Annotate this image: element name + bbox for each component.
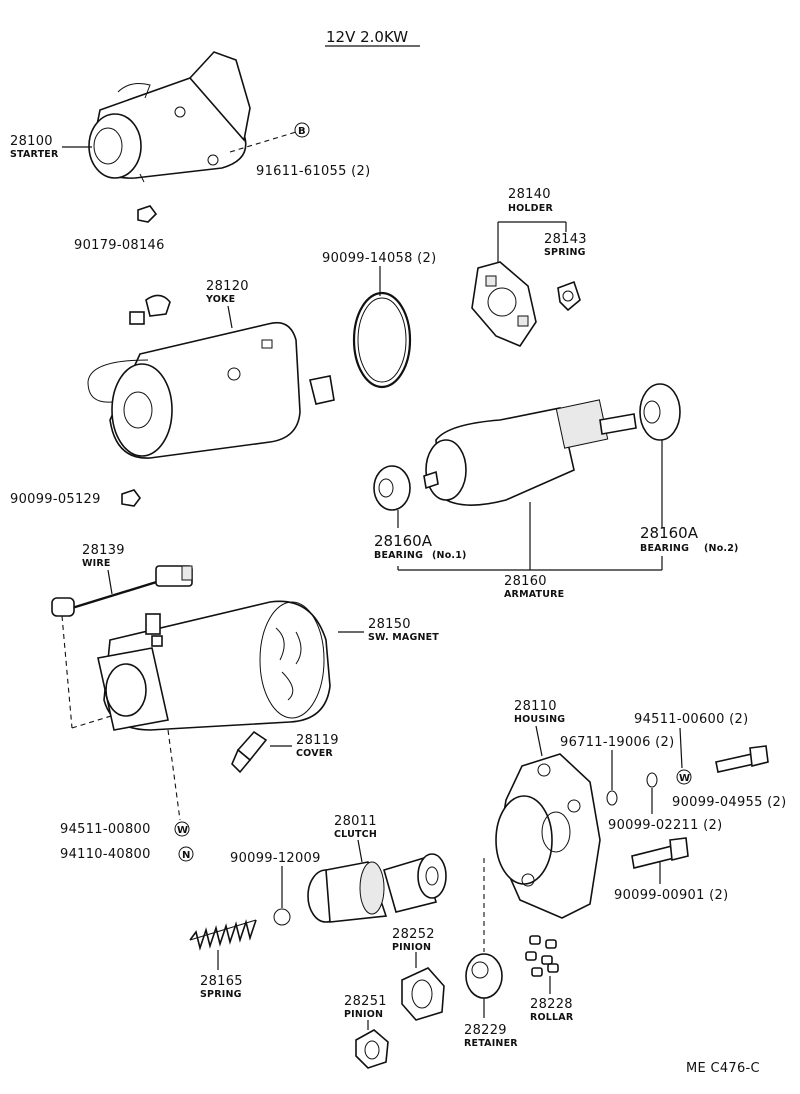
marker-b-icon: B [294, 122, 310, 138]
yoke-name: YOKE [205, 294, 235, 305]
sw-magnet-number: 28150 [368, 617, 411, 632]
washer-00800-number: 94511-00800 [60, 822, 151, 837]
starter-number: 28100 [10, 134, 53, 149]
washer-02211-icon [646, 772, 658, 788]
washer-00600-marker: W [679, 773, 690, 784]
bearing-no1-number: 28160A [374, 532, 433, 550]
armature-illustration [423, 399, 637, 506]
washer-00600-icon: W [676, 769, 692, 785]
bearing-no2-suffix: (No.2) [704, 543, 739, 554]
pinion-28252-name: PINION [392, 942, 431, 953]
cover-illustration [231, 730, 268, 774]
nut-05129-icon [121, 489, 141, 507]
yoke-illustration [87, 294, 335, 459]
spring-28165-number: 28165 [200, 974, 243, 989]
wire-name: WIRE [82, 558, 111, 569]
spring-28165-illustration [189, 919, 257, 951]
cover-name: COVER [296, 748, 333, 759]
housing-illustration [495, 753, 601, 919]
nut-n-icon: N [178, 846, 194, 862]
nut-94110-marker: N [182, 850, 190, 861]
bolt-04955-illustration [715, 745, 769, 773]
spring-28165-name: SPRING [200, 989, 242, 1000]
armature-number: 28160 [504, 574, 547, 589]
nut-90179-icon [137, 205, 158, 223]
pinion-28251-name: PINION [344, 1009, 383, 1020]
rollar-name: ROLLAR [530, 1012, 574, 1023]
washer-02211-number: 90099-02211 (2) [608, 818, 722, 833]
holder-name: HOLDER [508, 203, 553, 214]
yoke-number: 28120 [206, 279, 249, 294]
housing-name: HOUSING [514, 714, 565, 725]
nut-90179-number: 90179-08146 [74, 238, 165, 253]
bearing-no1-suffix: (No.1) [432, 550, 467, 561]
bolt-00901-illustration [631, 837, 689, 869]
clutch-name: CLUTCH [334, 829, 377, 840]
washer-00600-number: 94511-00600 (2) [634, 712, 748, 727]
retainer-illustration [465, 953, 503, 999]
clutch-number: 28011 [334, 814, 377, 829]
holder-number: 28140 [508, 187, 551, 202]
retainer-number: 28229 [464, 1023, 507, 1038]
bearing-no2-number: 28160A [640, 524, 699, 542]
wire-number: 28139 [82, 543, 125, 558]
clutch-illustration [307, 853, 447, 923]
brush-spring-illustration [557, 280, 581, 312]
ring-96711-number: 96711-19006 (2) [560, 735, 674, 750]
bearing-no1-name: BEARING [374, 550, 423, 561]
bolt-04955-number: 90099-04955 (2) [672, 795, 786, 810]
ball-12009-number: 90099-12009 [230, 851, 321, 866]
pinion-28252-illustration [401, 967, 445, 1021]
sw-magnet-name: SW. MAGNET [368, 632, 439, 643]
bolt-00901-number: 90099-00901 (2) [614, 888, 728, 903]
diagram-title: 12V 2.0KW [326, 28, 408, 46]
bolt-starter-number: 91611-61055 (2) [256, 164, 370, 179]
nut-94110-number: 94110-40800 [60, 847, 151, 862]
wire-illustration [51, 565, 193, 617]
washer-00800-marker: W [177, 825, 188, 836]
marker-b-label: B [298, 126, 306, 137]
spring-28143-number: 28143 [544, 232, 587, 247]
housing-number: 28110 [514, 699, 557, 714]
figure-code: ME C476-C [686, 1061, 760, 1076]
oring-illustration [352, 291, 412, 389]
cover-number: 28119 [296, 733, 339, 748]
oring-number: 90099-14058 (2) [322, 251, 436, 266]
brush-holder-illustration [471, 261, 537, 347]
pinion-28251-illustration [355, 1029, 389, 1069]
spring-28143-name: SPRING [544, 247, 586, 258]
bearing-no1-illustration [373, 465, 411, 511]
pinion-28251-number: 28251 [344, 994, 387, 1009]
armature-name: ARMATURE [504, 589, 564, 600]
retainer-name: RETAINER [464, 1038, 518, 1049]
pinion-28252-number: 28252 [392, 927, 435, 942]
starter-name: STARTER [10, 149, 59, 160]
sw-magnet-illustration [97, 600, 331, 731]
starter-illustration [88, 51, 251, 183]
bearing-no2-name: BEARING [640, 543, 689, 554]
ring-96711-icon [606, 790, 618, 806]
nut-05129-number: 90099-05129 [10, 492, 101, 507]
rollar-illustration [525, 935, 559, 977]
rollar-number: 28228 [530, 997, 573, 1012]
bearing-no2-illustration [639, 383, 681, 441]
ball-12009-icon [273, 908, 291, 926]
washer-w-icon: W [174, 821, 190, 837]
